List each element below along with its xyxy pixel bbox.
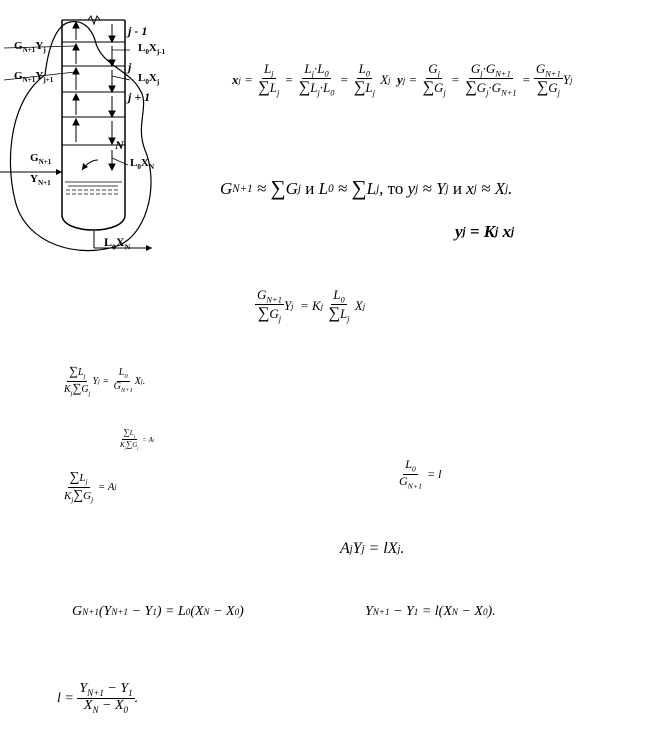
control-boundary	[9, 20, 152, 252]
label-feed-Y: YN+1	[30, 173, 51, 188]
label-j-plus-1: j + 1	[128, 90, 151, 104]
label-L0-Xj-1: L0Xj-1	[138, 42, 166, 57]
label-j: j	[128, 60, 132, 74]
label-N: N	[115, 138, 124, 152]
label-j-minus-1: j - 1	[128, 24, 148, 38]
label-bottom-L0XN: L0XN	[104, 235, 131, 252]
label-L0-Xj: L0Xj	[138, 72, 160, 87]
distillation-column-diagram	[0, 14, 152, 252]
label-L0-XN: L0XN	[130, 157, 155, 172]
label-G-N1-Yj: GN+1Yj	[14, 40, 46, 55]
label-feed-G: GN+1	[30, 152, 52, 167]
label-G-N1-Yj1: GN+1Yj+1	[14, 70, 54, 85]
